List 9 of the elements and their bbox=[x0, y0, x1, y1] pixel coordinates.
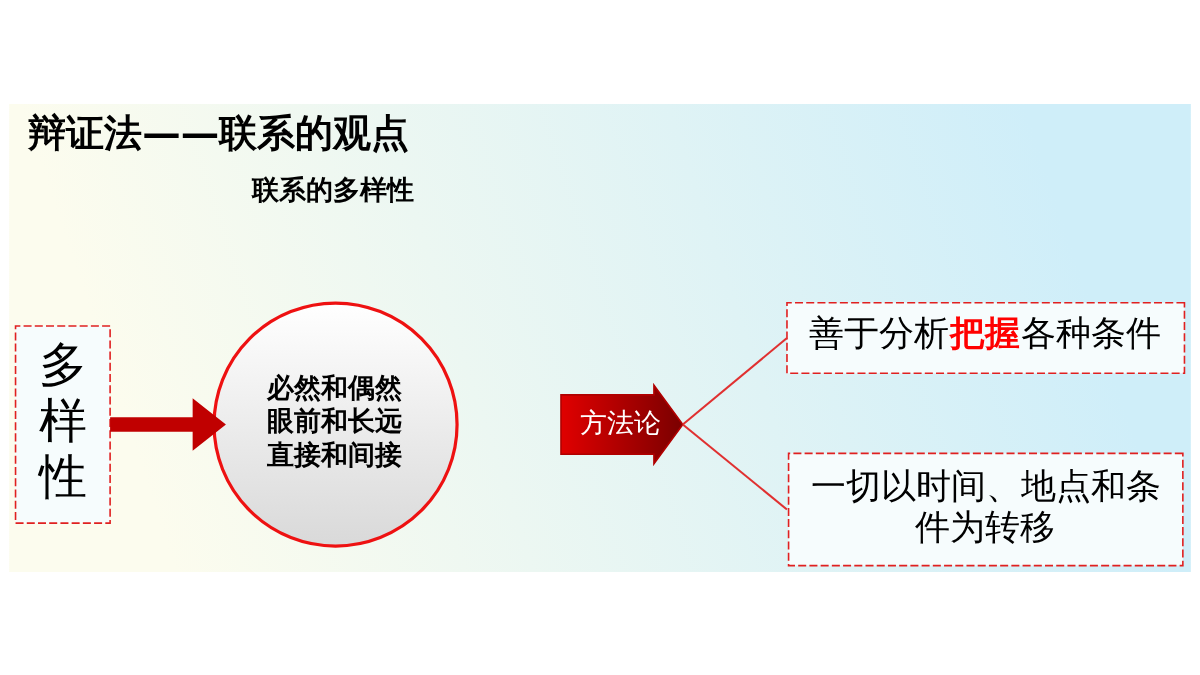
arrow bbox=[110, 397, 226, 451]
node-box: 多样性 bbox=[14, 324, 111, 524]
node-circle: 必然和偶然 眼前和长远 直接和间接 bbox=[212, 300, 459, 548]
label: 联系的多样性 bbox=[252, 173, 415, 205]
node-box: 善于分析把握各种条件 bbox=[786, 301, 1186, 374]
diagram-title: 辩证法——联系的观点 bbox=[28, 109, 410, 155]
connector bbox=[682, 336, 788, 425]
node-box: 一切以时间、地点和条件为转移 bbox=[787, 452, 1184, 566]
connector bbox=[682, 423, 788, 510]
